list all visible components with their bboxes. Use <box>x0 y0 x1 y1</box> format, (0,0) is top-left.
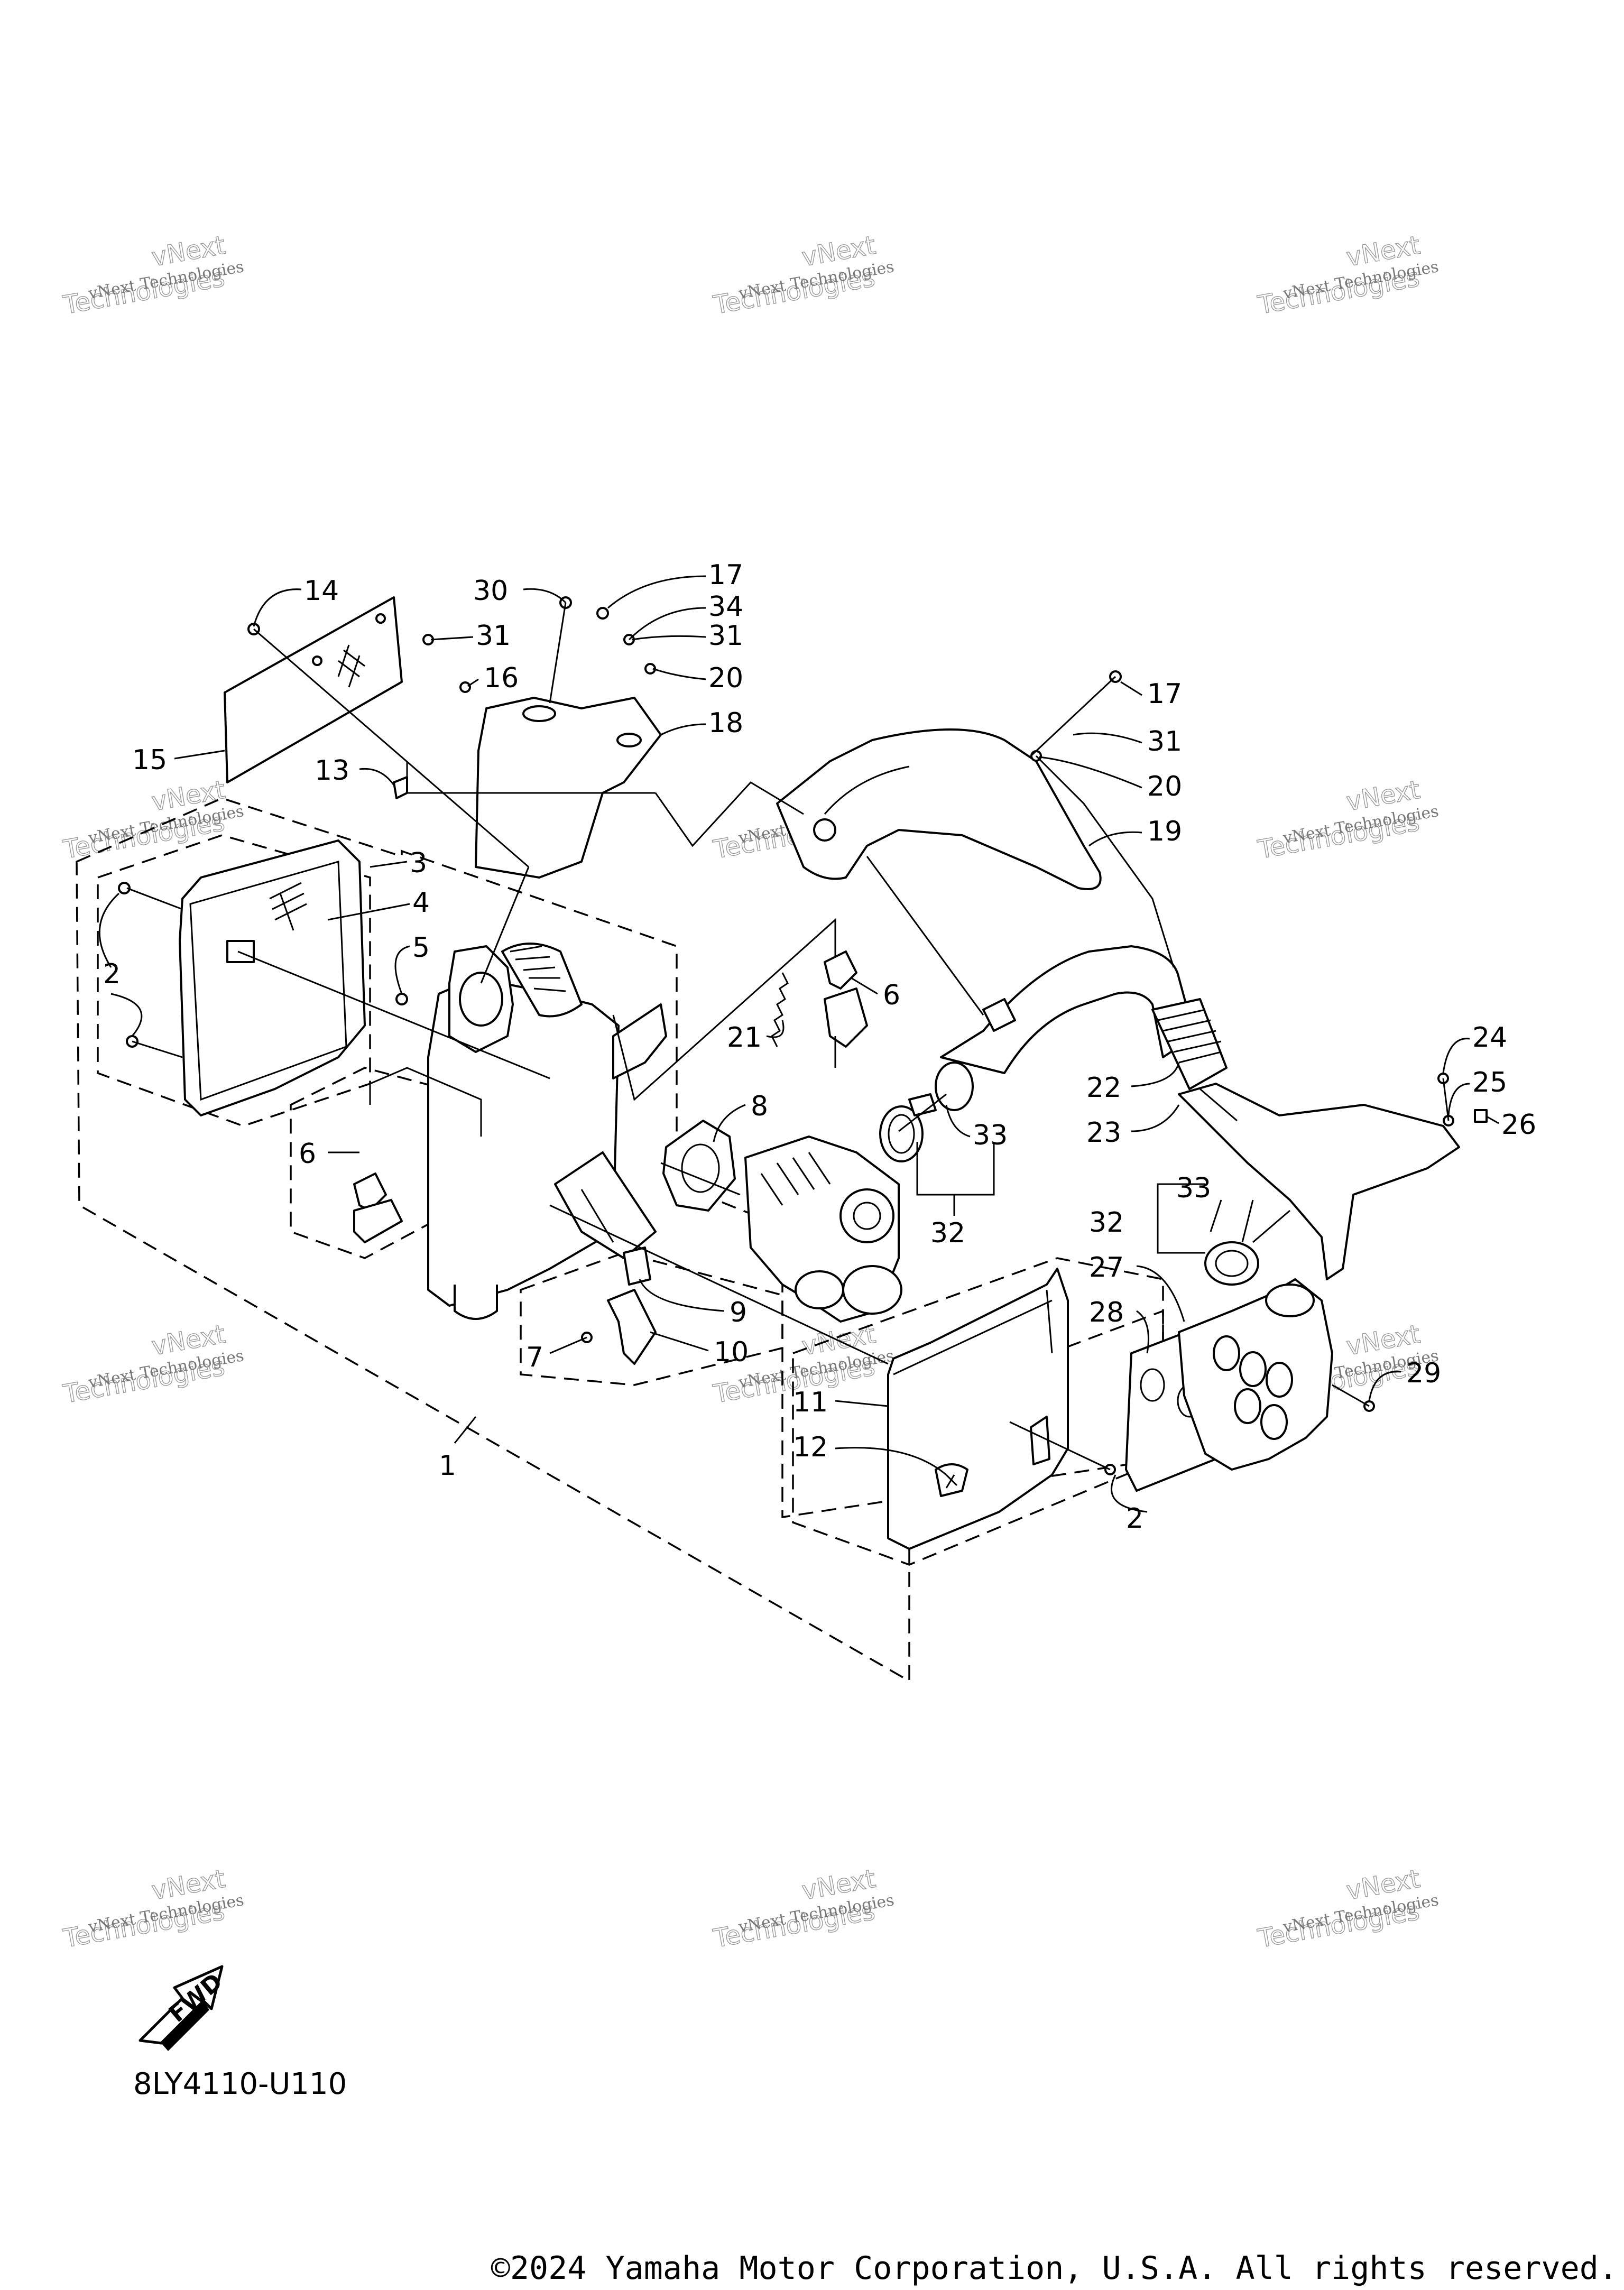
callout-14: 14 <box>304 575 339 607</box>
manifold-heat-shield <box>1178 1083 1460 1280</box>
callout-24: 24 <box>1472 1022 1507 1054</box>
callout-11: 11 <box>793 1387 828 1418</box>
turbo-gasket <box>662 1120 736 1212</box>
callout-28: 28 <box>1089 1297 1124 1328</box>
callout-23: 23 <box>1086 1117 1121 1149</box>
callout-9: 9 <box>730 1297 747 1328</box>
exhaust-water-jacket <box>776 728 1102 890</box>
callout-31: 31 <box>708 620 743 652</box>
copyright-notice: ©2024 Yamaha Motor Corporation, U.S.A. A… <box>491 2250 1618 2287</box>
callout-16: 16 <box>484 662 519 694</box>
callout-19: 19 <box>1147 816 1182 847</box>
left-inner-cover <box>179 839 366 1116</box>
callout-32: 32 <box>930 1217 965 1249</box>
bracket-boundary <box>520 1252 783 1386</box>
muffler-assembly-boundary <box>76 797 1164 1683</box>
callout-30: 30 <box>473 575 508 607</box>
callout-13: 13 <box>315 755 349 787</box>
callout-8: 8 <box>751 1091 768 1122</box>
callout-33: 33 <box>973 1120 1008 1151</box>
pipe-clamp <box>879 1093 937 1162</box>
callout-29: 29 <box>1406 1358 1441 1389</box>
pipe-clamp-ring <box>935 1061 974 1111</box>
callout-26: 26 <box>1501 1109 1536 1141</box>
callout-22: 22 <box>1086 1072 1121 1104</box>
callout-21: 21 <box>727 1022 762 1054</box>
mount-bracket <box>607 1289 657 1365</box>
callout-3: 3 <box>410 847 427 879</box>
callout-20: 20 <box>1147 771 1182 802</box>
parts <box>118 596 1488 1550</box>
rubber-mount <box>353 1172 403 1243</box>
exhaust-cap-shield <box>475 697 662 879</box>
callout-4: 4 <box>412 887 430 919</box>
callout-34: 34 <box>708 591 743 623</box>
callout-20: 20 <box>708 662 743 694</box>
spring <box>771 972 789 1047</box>
fwd-arrow-icon: FWD <box>139 1965 228 2051</box>
muffler-body <box>427 977 620 1307</box>
right-side-cover <box>887 1268 1069 1550</box>
callout-31: 31 <box>476 620 511 652</box>
callout-15: 15 <box>132 744 167 776</box>
rubber-mount <box>824 950 868 1048</box>
callout-7: 7 <box>526 1342 543 1373</box>
callout-2: 2 <box>103 958 121 990</box>
callout-31: 31 <box>1147 726 1182 758</box>
heat-shield-plate <box>224 596 403 783</box>
callout-17: 17 <box>708 559 743 591</box>
callout-labels: 1 2 2 3 4 5 6 6 7 8 9 10 11 12 13 14 15 … <box>98 559 1536 1535</box>
callout-32: 32 <box>1089 1207 1124 1239</box>
manifold-clamp <box>1204 1241 1259 1286</box>
callout-17: 17 <box>1147 678 1182 710</box>
callout-33: 33 <box>1176 1172 1211 1204</box>
callout-18: 18 <box>708 707 743 739</box>
callout-25: 25 <box>1472 1067 1507 1098</box>
callout-1: 1 <box>439 1450 456 1482</box>
callout-6: 6 <box>883 980 900 1011</box>
reference-code: 8LY4110-U110 <box>133 2067 347 2101</box>
callout-5: 5 <box>412 932 430 964</box>
callout-27: 27 <box>1089 1252 1124 1283</box>
callout-12: 12 <box>793 1432 828 1463</box>
muffler-bracket <box>554 1151 657 1259</box>
clip <box>393 776 408 799</box>
callout-6: 6 <box>299 1138 316 1170</box>
exhaust-pipe <box>940 945 1196 1074</box>
connection-lines <box>126 602 1450 1471</box>
callout-10: 10 <box>714 1336 749 1368</box>
